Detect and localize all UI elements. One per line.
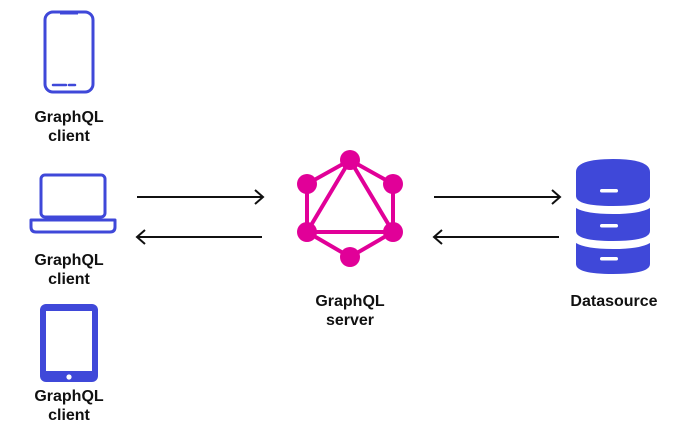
tablet-icon [40, 304, 98, 382]
server-label: GraphQL server [315, 293, 385, 329]
client-to-server-arrow [137, 189, 265, 205]
datasource-label: Datasource [570, 293, 658, 310]
client-label-tablet: GraphQL client [34, 388, 104, 424]
server-to-datasource-arrow [434, 189, 562, 205]
datasource-to-server-arrow [432, 229, 559, 245]
database-icon [576, 159, 650, 274]
client-label-phone: GraphQL client [34, 109, 104, 145]
phone-icon [43, 10, 95, 94]
client-label-laptop: GraphQL client [34, 252, 104, 288]
laptop-icon [29, 173, 117, 234]
server-to-client-arrow [135, 229, 262, 245]
graphql-logo-icon [297, 150, 403, 267]
